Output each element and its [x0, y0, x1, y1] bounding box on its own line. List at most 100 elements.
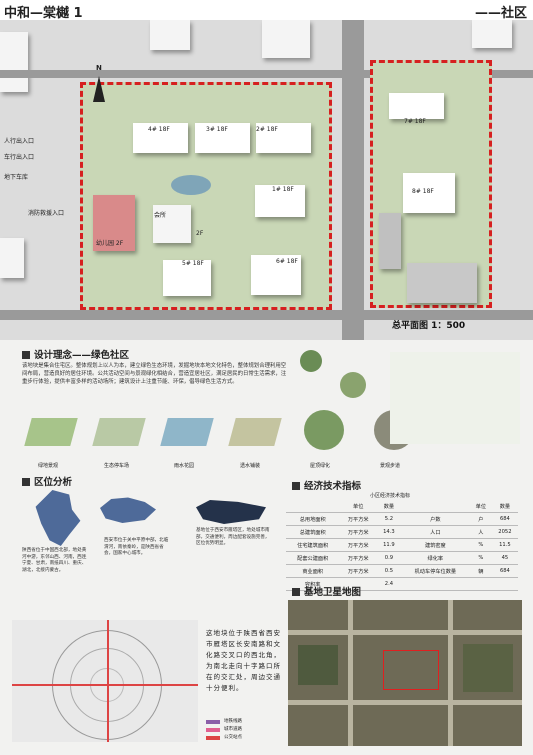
table-cell — [400, 577, 470, 591]
legend-label: 城市道路 — [224, 727, 242, 732]
building-label: 3# 18F — [206, 126, 228, 133]
location-title: 区位分析 — [22, 474, 72, 488]
table-header-row: 单位数量单位数量 — [286, 500, 518, 513]
building-label: 2F — [196, 230, 204, 237]
building-1 — [255, 185, 305, 217]
building-label: 会所 — [154, 212, 167, 219]
table-cell: 万平方米 — [339, 525, 378, 539]
context-building — [0, 32, 28, 92]
satellite-map — [288, 600, 522, 746]
table-cell: 数量 — [491, 500, 518, 513]
table-cell: 684 — [491, 512, 518, 526]
building-label: 4# 18F — [148, 126, 170, 133]
table-cell: 商业面积 — [286, 564, 340, 578]
site-west — [80, 82, 332, 310]
table-cell: 辆 — [469, 564, 492, 578]
plan-title: 总平面图 1：500 — [392, 321, 466, 331]
building-label: 6# 18F — [276, 258, 298, 265]
legend-swatch — [206, 720, 220, 724]
site-east — [370, 60, 492, 308]
building-8 — [403, 173, 455, 213]
concept-label: 雨水花园 — [174, 463, 195, 469]
table-cell — [286, 500, 340, 513]
water-feature — [171, 175, 211, 195]
building-2 — [256, 123, 311, 153]
legend-label: 公交站点 — [224, 735, 242, 740]
table-cell: 万平方米 — [339, 512, 378, 526]
site-plan: N 4# 18F 3# 18F 2# 18F 1# 18F 5# 18F 6# … — [0, 20, 533, 340]
location-caption: 陕西省位于中国西北部，地处黄河中游，东邻山西、河南，西连宁夏、甘肃，南抵四川、重… — [22, 548, 87, 573]
table-cell: 单位 — [469, 500, 492, 513]
building-label: 5# 18F — [182, 260, 204, 267]
commercial-block — [407, 263, 477, 303]
building-label: 7# 18F — [404, 118, 426, 125]
context-building — [472, 20, 512, 48]
road-south — [0, 310, 533, 320]
concept-image — [300, 350, 322, 372]
concept-image — [92, 418, 146, 446]
plan-label: 人行出入口 — [4, 138, 35, 145]
table-cell: 户 — [469, 512, 492, 526]
table-cell: 人 — [469, 525, 492, 539]
concept-label: 屋顶绿化 — [310, 463, 331, 469]
concept-label: 绿地景观 — [38, 463, 59, 469]
table-cell: 住宅建筑面积 — [286, 538, 340, 552]
table-cell: 684 — [491, 564, 518, 578]
concept-image — [340, 372, 366, 398]
concept-label: 景观步道 — [380, 463, 401, 469]
table-cell: 2.4 — [377, 577, 401, 591]
table-cell: 总建筑面积 — [286, 525, 340, 539]
table-cell: 11.5 — [491, 538, 518, 552]
kindergarten — [93, 195, 135, 251]
title-left: 中和—棠樾 1 — [4, 6, 83, 21]
context-building — [150, 20, 190, 50]
table-cell — [339, 577, 378, 591]
table-cell: % — [469, 551, 492, 565]
building-4 — [133, 123, 188, 153]
concept-label: 生态停车场 — [104, 463, 130, 469]
tech-subtitle: 小区经济技术指标 — [370, 493, 411, 499]
table-cell — [400, 500, 470, 513]
table-cell: % — [469, 538, 492, 552]
table-cell: 万平方米 — [339, 564, 378, 578]
plan-label: 地下车库 — [4, 174, 29, 181]
section-square-icon — [22, 478, 30, 486]
city-map — [100, 497, 156, 523]
concept-image — [228, 418, 282, 446]
concept-label: 透水铺装 — [240, 463, 261, 469]
building-7 — [389, 93, 444, 119]
plan-label: 车行出入口 — [4, 154, 35, 161]
building-label: 8# 18F — [412, 188, 434, 195]
concept-image — [304, 410, 344, 450]
building-3 — [195, 123, 250, 153]
road-central — [342, 20, 364, 340]
table-cell — [491, 577, 518, 591]
table-cell: 人口 — [400, 525, 470, 539]
legend-swatch — [206, 728, 220, 732]
concept-image — [24, 418, 78, 446]
landscape-section — [390, 352, 520, 444]
legend-label: 地铁线路 — [224, 719, 242, 724]
commercial-building — [379, 213, 401, 269]
province-map — [35, 490, 81, 546]
section-square-icon — [292, 482, 300, 490]
context-building — [262, 20, 310, 58]
table-cell: 14.3 — [377, 525, 401, 539]
table-cell — [469, 577, 492, 591]
building-label: 2# 18F — [256, 126, 278, 133]
design-text: 该地块是集合住宅区。整体规划上以人为本，建立绿色生态环境，发掘地块本地文化特色，… — [22, 363, 287, 385]
table-cell: 45 — [491, 551, 518, 565]
section-square-icon — [292, 588, 300, 596]
table-cell: 0.9 — [377, 551, 401, 565]
site-marker — [383, 650, 439, 690]
table-cell: 户数 — [400, 512, 470, 526]
building-label: 1# 18F — [272, 186, 294, 193]
road-north — [0, 70, 533, 78]
page-header: 中和—棠樾 1 ——社区 — [0, 0, 533, 21]
design-title: 设计理念——绿色社区 — [22, 347, 129, 361]
